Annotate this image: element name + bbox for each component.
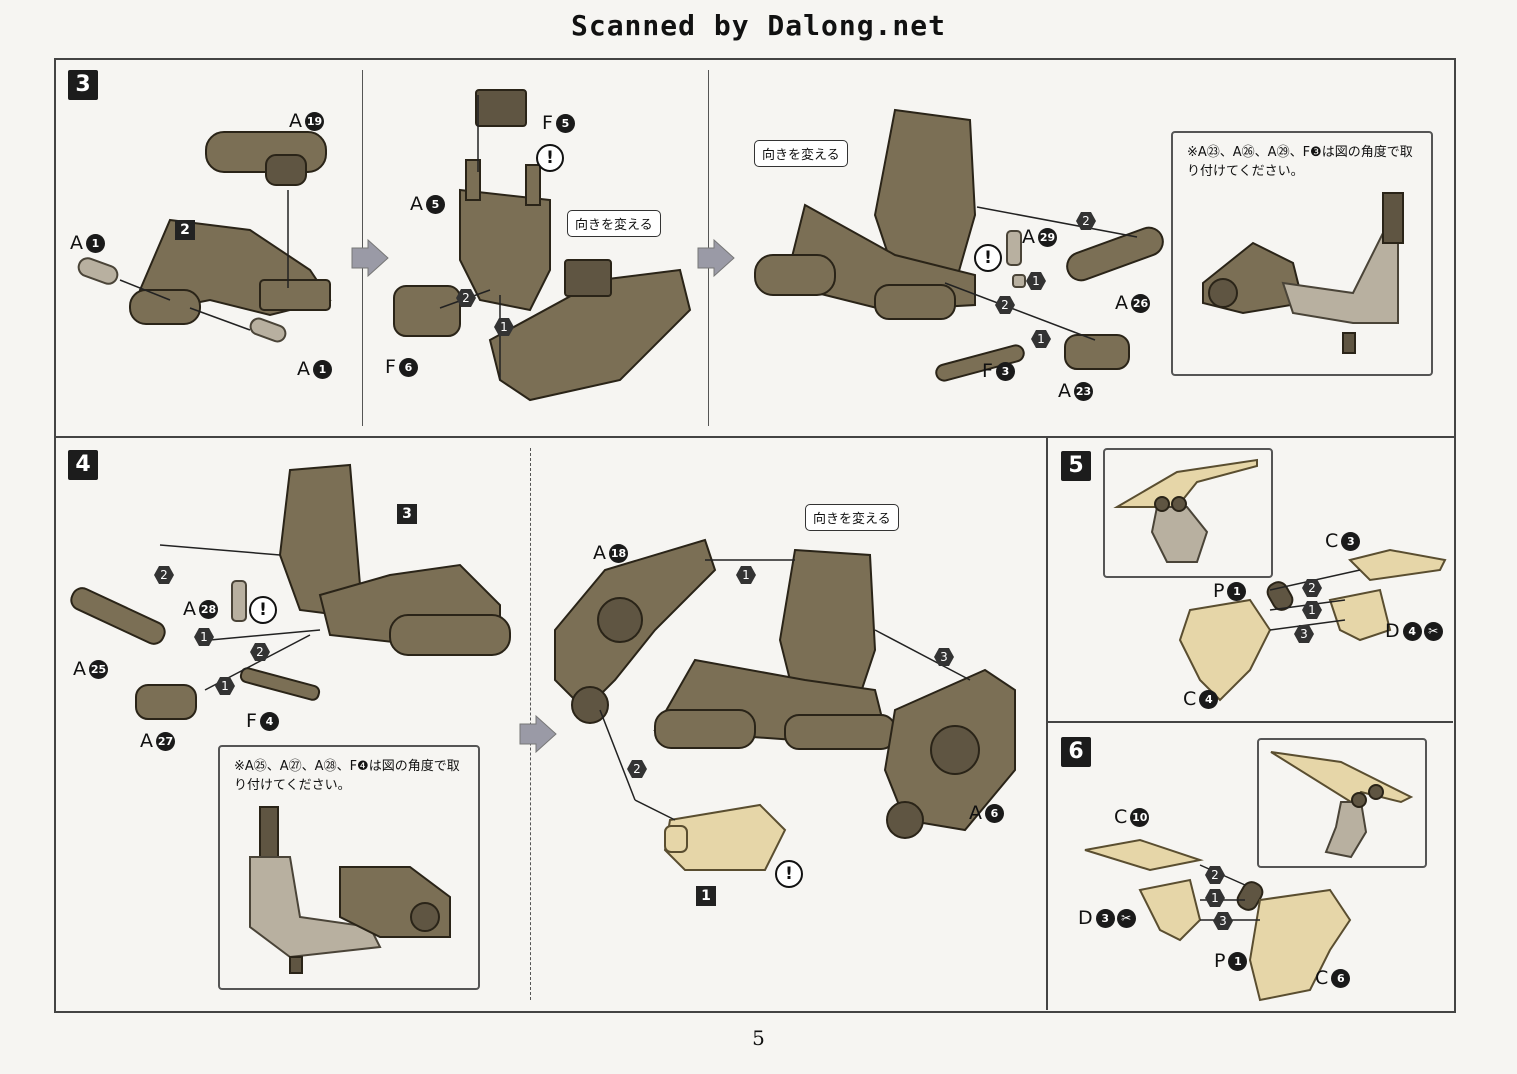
- order-1-3b: 1: [494, 318, 514, 336]
- order-2-4a-top: 2: [154, 566, 174, 584]
- step6-drawing: [1084, 838, 1352, 1002]
- next-arrow-3-icon: [519, 714, 557, 754]
- order-1-3c-bottom: 1: [1031, 330, 1051, 348]
- step3b-drawing: [393, 89, 692, 402]
- order-1-4b: 1: [736, 566, 756, 584]
- warning-part1-icon: !: [775, 860, 803, 888]
- step3-subassembly-chip: 2: [175, 220, 195, 240]
- step4-note-box: ※A㉕、A㉗、A㉘、F❹は図の角度で取り付けてください。: [218, 745, 480, 990]
- callout-rotate-3c: 向きを変える: [754, 140, 848, 167]
- step5-detail-drawing: [1113, 458, 1258, 563]
- step4a-drawing: [70, 463, 511, 720]
- step3-note-drawing: [1202, 192, 1404, 354]
- row-divider: [54, 436, 1454, 438]
- callout-rotate-3b: 向きを変える: [567, 210, 661, 237]
- next-arrow-2-icon: [697, 238, 735, 278]
- page-frame: [54, 58, 1456, 1013]
- order-2-3c-bottom: 2: [995, 296, 1015, 314]
- order-1-s6: 1: [1205, 889, 1225, 907]
- order-3-4b: 3: [934, 648, 954, 666]
- order-1-s5: 1: [1302, 601, 1322, 619]
- step6-detail-box: [1257, 738, 1427, 868]
- order-3-s5: 3: [1294, 625, 1314, 643]
- col-divider: [1046, 437, 1048, 1010]
- order-3-s6: 3: [1213, 912, 1233, 930]
- step4b-drawing: [554, 538, 1016, 871]
- step-5-number: 5: [1061, 451, 1091, 481]
- step4-part1-chip: 1: [696, 886, 716, 906]
- step3-note-text: ※A㉓、A㉖、A㉙、F❸は図の角度で取り付けてください。: [1187, 145, 1413, 179]
- warning-f5-icon: !: [536, 144, 564, 172]
- step56-divider: [1047, 721, 1453, 723]
- order-1-3c-top: 1: [1026, 272, 1046, 290]
- nipper-icon: ✂: [1423, 622, 1443, 641]
- step3a-drawing: [77, 131, 332, 343]
- order-2-s6: 2: [1205, 866, 1225, 884]
- callout-rotate-4b: 向きを変える: [805, 504, 899, 531]
- order-2-4b: 2: [627, 760, 647, 778]
- step3-note-box: ※A㉓、A㉖、A㉙、F❸は図の角度で取り付けてください。: [1171, 131, 1433, 376]
- order-2-s5: 2: [1302, 579, 1322, 597]
- step-3-number: 3: [68, 70, 98, 100]
- nipper-icon-2: ✂: [1116, 909, 1136, 928]
- step4-note-drawing: [249, 806, 451, 974]
- step5-drawing: [1178, 548, 1447, 702]
- step4-note-text: ※A㉕、A㉗、A㉘、F❹は図の角度で取り付けてください。: [234, 759, 460, 793]
- step4-subassembly-chip: 3: [397, 504, 417, 524]
- order-2-3b: 2: [456, 289, 476, 307]
- order-2-3c-top: 2: [1076, 212, 1096, 230]
- scan-credit: Scanned by Dalong.net: [570, 9, 946, 42]
- step-6-number: 6: [1061, 737, 1091, 767]
- page-number: 5: [752, 1026, 765, 1050]
- next-arrow-icon: [351, 238, 389, 278]
- order-1-4a-bottom: 1: [215, 677, 235, 695]
- step5-detail-box: [1103, 448, 1273, 578]
- warning-a28-icon: !: [249, 596, 277, 624]
- order-1-4a-top: 1: [194, 628, 214, 646]
- step3c-drawing: [754, 108, 1164, 382]
- step-4-number: 4: [68, 450, 98, 480]
- step6-detail-drawing: [1270, 751, 1414, 859]
- warning-a29-icon: !: [974, 244, 1002, 272]
- order-2-4a-bottom: 2: [250, 643, 270, 661]
